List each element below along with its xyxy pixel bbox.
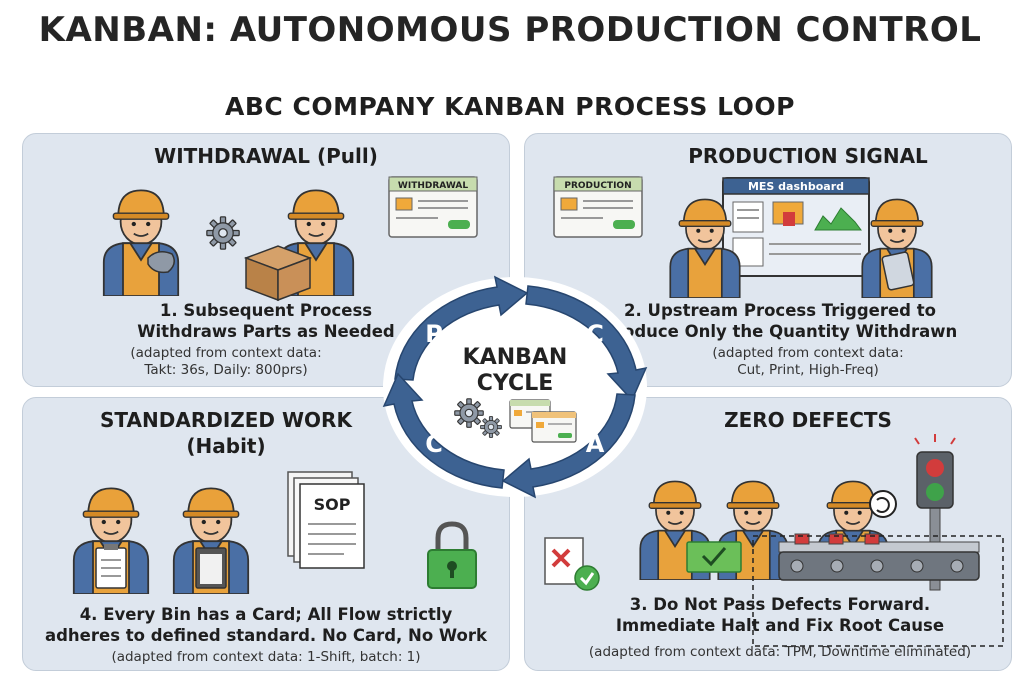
main-title: KANBAN: AUTONOMOUS PRODUCTION CONTROL <box>38 10 982 50</box>
box-icon <box>243 245 313 302</box>
gear-part-icon <box>147 251 175 274</box>
rotate-icon <box>869 490 897 518</box>
quality-check-card-icon <box>686 541 742 573</box>
cycle-letter-p: P <box>425 320 443 348</box>
gear-icon <box>480 416 502 438</box>
kanban-card-icon: WITHDRAWAL <box>388 176 478 238</box>
padlock-icon <box>427 521 477 589</box>
reject-document-icon <box>544 537 600 591</box>
card-label: PRODUCTION <box>564 181 631 191</box>
cycle-arrow-a <box>501 393 636 499</box>
diagram-title: ABC COMPANY KANBAN PROCESS LOOP <box>225 92 795 121</box>
withdrawal-note-line1: (adapted from context data: <box>130 345 322 361</box>
gear-icon <box>454 398 484 428</box>
kanban-card-icon <box>531 411 577 443</box>
cycle-center-line2: CYCLE <box>477 371 553 396</box>
kanban-cycle: P C A C KANBAN CYCLE <box>382 275 648 499</box>
defects-note-line1: (adapted from context data: TPM, Downtim… <box>588 644 972 660</box>
production-step-line2: Produce Only the Quantity Withdrawn <box>602 322 958 341</box>
withdrawal-title: WITHDRAWAL (Pull) <box>154 144 378 168</box>
cycle-arrow-p <box>394 275 529 381</box>
defects-step-line1: 3. Do Not Pass Defects Forward. <box>629 595 931 614</box>
standardized-title-line2: (Habit) <box>186 434 266 458</box>
tablet-icon <box>881 251 915 291</box>
standardized-panel: STANDARDIZED WORK (Habit) SOP <box>22 397 510 671</box>
standardized-step-line2: adheres to defined standard. No Card, No… <box>44 626 487 645</box>
kanban-card-icon: PRODUCTION <box>553 176 643 238</box>
defects-step-line2: Immediate Halt and Fix Root Cause <box>615 616 945 635</box>
sop-label: SOP <box>314 495 351 514</box>
withdrawal-panel: WITHDRAWAL (Pull) WITHDRAWAL 1. Subseque… <box>22 133 510 387</box>
standardized-note-line1: (adapted from context data: 1-Shift, bat… <box>111 649 421 665</box>
withdrawal-illustration <box>102 189 355 302</box>
monitor-icon: MES dashboard <box>722 177 870 277</box>
cycle-arrow-c-top <box>525 285 648 402</box>
production-illustration: MES dashboard <box>669 177 933 298</box>
withdrawal-step-line2: Withdraws Parts as Needed <box>137 322 395 341</box>
defects-illustration <box>544 434 1004 647</box>
standardized-title-line1: STANDARDIZED WORK <box>100 408 352 432</box>
withdrawal-note-line2: Takt: 36s, Daily: 800prs) <box>144 362 308 378</box>
clipboard-icon <box>195 547 227 589</box>
card-label: WITHDRAWAL <box>398 181 468 191</box>
withdrawal-step-line1: 1. Subsequent Process <box>159 301 373 320</box>
production-step-line1: 2. Upstream Process Triggered to <box>624 301 936 320</box>
standardized-step-line1: 4. Every Bin has a Card; All Flow strict… <box>79 605 453 624</box>
cycle-letter-a: A <box>586 430 605 458</box>
gear-icon <box>206 216 240 250</box>
production-title: PRODUCTION SIGNAL <box>688 144 928 168</box>
production-note-line2: Cut, Print, High-Freq) <box>737 362 879 378</box>
conveyor-icon <box>778 533 980 581</box>
worker-left <box>102 189 180 296</box>
cycle-arrow-c-bottom <box>382 372 505 489</box>
defects-title: ZERO DEFECTS <box>724 408 892 432</box>
production-note-line1: (adapted from context data: <box>712 345 904 361</box>
standardized-illustration: SOP <box>72 471 477 594</box>
cycle-letter-c-top: C <box>586 320 604 348</box>
sop-document-icon: SOP <box>287 471 365 569</box>
clipboard-icon <box>95 544 127 589</box>
cycle-center-line1: KANBAN <box>463 345 568 370</box>
mes-dashboard-label: MES dashboard <box>748 180 844 193</box>
cycle-letter-c-bottom: C <box>425 430 443 458</box>
